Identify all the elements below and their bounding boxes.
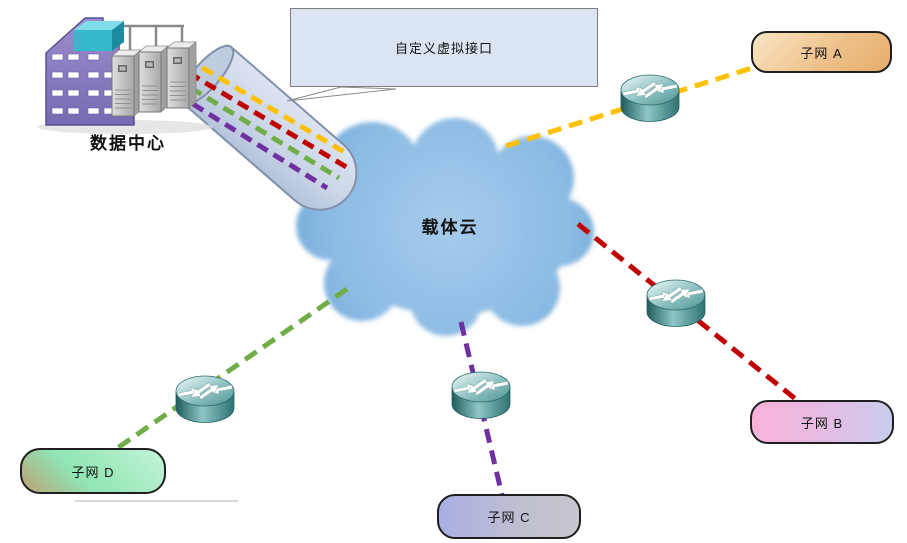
pipe-tunnel-green (189, 85, 341, 181)
pipe-tunnel-purple (191, 101, 329, 191)
router-icon-d (175, 375, 235, 423)
callout-text: 自定义虚拟接口 (394, 41, 493, 56)
subnet-b-label: 子网 B (800, 415, 844, 431)
cloud-label: 载体云 (421, 218, 479, 237)
subnet-a-label: 子网 A (800, 45, 843, 61)
server-towers-icon (111, 41, 197, 117)
rooftop-unit-icon (74, 21, 124, 51)
router-icon-c (451, 371, 511, 419)
server-connector (124, 24, 184, 56)
router-icon-b (646, 279, 706, 327)
data-center-icon (37, 17, 213, 134)
tunnel-line-green (114, 286, 349, 452)
pipe-tunnel-red (187, 70, 350, 171)
pipe-tunnel-yellow (184, 55, 348, 156)
subnet-c-label: 子网 C (487, 510, 531, 525)
data-center-label: 数据中心 (90, 134, 166, 153)
subnet-a-node: 子网 A (751, 31, 892, 73)
callout-box: 自定义虚拟接口 (290, 8, 598, 87)
subnet-d-node: 子网 D (20, 448, 166, 494)
subnet-d-label: 子网 D (71, 464, 115, 480)
router-icon-a (620, 74, 680, 122)
subnet-c-node: 子网 C (437, 494, 581, 539)
building-windows (51, 53, 132, 115)
callout-tail (286, 86, 397, 102)
subnet-b-node: 子网 B (750, 400, 894, 444)
